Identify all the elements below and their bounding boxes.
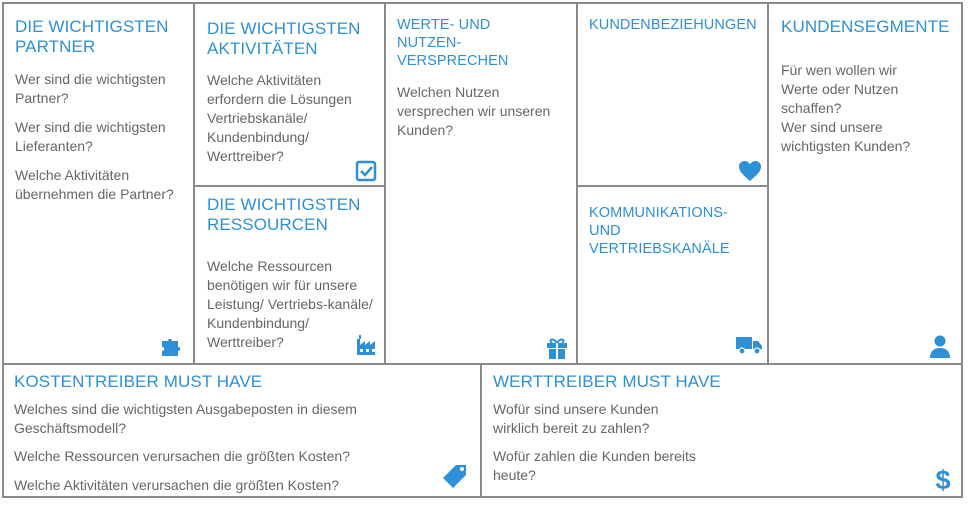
ressourcen-question: Welche Ressourcen benötigen wir für unse… — [207, 258, 373, 350]
dollar-icon: $ — [932, 465, 954, 493]
truck-icon — [735, 333, 763, 355]
partner-question-3: Welche Aktivitäten übernehmen die Partne… — [15, 167, 174, 202]
partner-question-1: Wer sind die wichtigsten Partner? — [15, 71, 166, 106]
kanaele-title: KOMMUNIKATIONS-UND VERTRIEBSKANÄLE — [589, 205, 730, 257]
cell-aktivitaeten: DIE WICHTIGSTEN AKTIVITÄTEN Welche Aktiv… — [193, 2, 386, 187]
segmente-title: KUNDENSEGMENTE — [781, 17, 950, 36]
cell-ressourcen: DIE WICHTIGSTEN RESSOURCEN Welche Ressou… — [193, 185, 386, 365]
cell-beziehungen: KUNDENBEZIEHUNGEN — [576, 2, 769, 187]
werte-question: Welchen Nutzen versprechen wir unseren K… — [397, 84, 551, 138]
kosten-title: KOSTENTREIBER MUST HAVE — [14, 372, 263, 391]
cell-partner: DIE WICHTIGSTEN PARTNER Wer sind die wic… — [2, 2, 195, 365]
werttreiber-title: WERTTREIBER MUST HAVE — [493, 372, 721, 391]
cell-werttreiber: WERTTREIBER MUST HAVE Wofür sind unsere … — [480, 363, 963, 498]
partner-question-2: Wer sind die wichtigsten Lieferanten? — [15, 119, 166, 154]
kosten-question-3: Welche Aktivitäten verursachen die größt… — [14, 477, 340, 493]
ressourcen-title: DIE WICHTIGSTEN RESSOURCEN — [207, 195, 361, 234]
segmente-question-1: Für wen wollen wir Werte oder Nutzen sch… — [781, 62, 899, 116]
price-tag-icon — [441, 463, 469, 489]
puzzle-icon — [160, 334, 184, 358]
cell-segmente: KUNDENSEGMENTE Für wen wollen wir Werte … — [767, 2, 963, 365]
heart-icon — [738, 160, 762, 182]
beziehungen-title: KUNDENBEZIEHUNGEN — [589, 17, 757, 33]
aktivitaeten-title: DIE WICHTIGSTEN AKTIVITÄTEN — [207, 19, 361, 58]
person-icon — [929, 334, 951, 358]
werttreiber-question-1: Wofür sind unsere Kunden wirklich bereit… — [493, 401, 659, 436]
kosten-question-1: Welches sind die wichtigsten Ausgabepost… — [14, 401, 357, 436]
checkbox-icon — [355, 160, 377, 182]
svg-text:$: $ — [935, 465, 950, 493]
cell-kanaele: KOMMUNIKATIONS-UND VERTRIEBSKANÄLE — [576, 185, 769, 365]
cell-kosten: KOSTENTREIBER MUST HAVE Welches sind die… — [2, 363, 482, 498]
gift-icon — [545, 334, 569, 360]
werte-title: WERTE- UND NUTZEN-VERSPRECHEN — [397, 17, 509, 69]
cell-werte: WERTE- UND NUTZEN-VERSPRECHEN Welchen Nu… — [384, 2, 578, 365]
werttreiber-question-2: Wofür zahlen die Kunden bereits heute? — [493, 448, 696, 483]
aktivitaeten-question: Welche Aktivitäten erfordern die Lösunge… — [207, 72, 352, 164]
partner-title: DIE WICHTIGSTEN PARTNER — [15, 17, 169, 56]
segmente-question-2: Wer sind unsere wichtigsten Kunden? — [781, 119, 911, 154]
factory-icon — [355, 333, 379, 357]
kosten-question-2: Welche Ressourcen verursachen die größte… — [14, 448, 350, 464]
